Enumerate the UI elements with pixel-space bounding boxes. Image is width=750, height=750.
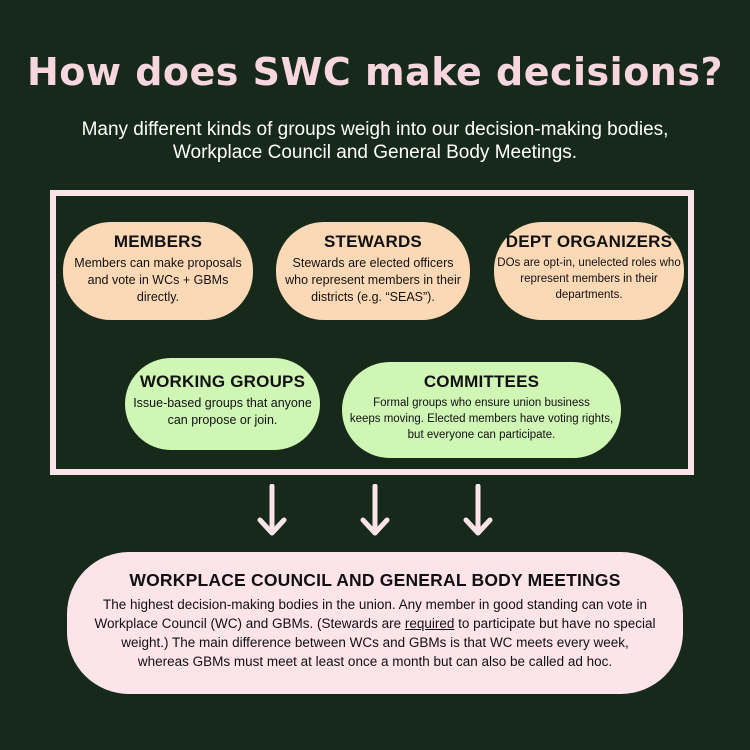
members-text: Members can make proposals: [74, 256, 242, 270]
working-groups-text: Issue-based groups that anyone: [133, 396, 312, 410]
down-arrow-icon: [257, 484, 287, 536]
down-arrow-icon: [463, 484, 493, 536]
subtitle-line: Many different kinds of groups weigh int…: [81, 119, 669, 140]
dept-organizers-box: DEPT ORGANIZERS DOs are opt-in, unelecte…: [494, 222, 684, 320]
stewards-text: who represent members in their: [285, 273, 461, 287]
text-part: Workplace Council (WC) and GBMs. (Stewar…: [94, 616, 405, 631]
committees-text: keeps moving. Elected members have votin…: [349, 413, 614, 425]
dept-organizers-text: DOs are opt-in, unelected roles who: [497, 257, 681, 269]
members-text: and vote in WCs + GBMs: [87, 273, 229, 287]
emphasis-text: required: [404, 616, 455, 631]
committees-text: but everyone can participate.: [407, 429, 556, 441]
members-box: MEMBERS Members can make proposals and v…: [63, 222, 253, 320]
groups-frame: [50, 190, 694, 475]
committees-text: Formal groups who ensure union business: [373, 397, 590, 409]
dept-organizers-text: departments.: [555, 289, 623, 301]
decision-bodies-heading: WORKPLACE COUNCIL AND GENERAL BODY MEETI…: [129, 570, 621, 590]
committees-heading: COMMITTEES: [423, 372, 540, 391]
page-title: How does SWC make decisions?: [26, 50, 724, 94]
committees-box: COMMITTEES Formal groups who ensure unio…: [342, 362, 621, 458]
text-part: to participate but have no special: [454, 616, 656, 631]
stewards-text: Stewards are elected officers: [292, 256, 454, 270]
decision-bodies-text: The highest decision-making bodies in th…: [102, 597, 648, 612]
stewards-heading: STEWARDS: [324, 232, 422, 251]
dept-organizers-heading: DEPT ORGANIZERS: [505, 232, 673, 251]
stewards-box: STEWARDS Stewards are elected officers w…: [276, 222, 470, 320]
down-arrow-icon: [360, 484, 390, 536]
working-groups-text: can propose or join.: [167, 413, 278, 427]
page-subtitle: Many different kinds of groups weigh int…: [0, 118, 750, 164]
decision-bodies-text: Workplace Council (WC) and GBMs. (Stewar…: [67, 614, 683, 633]
subtitle-line: Workplace Council and General Body Meeti…: [172, 142, 578, 163]
decision-bodies-text: weight.) The main difference between WCs…: [121, 635, 629, 650]
dept-organizers-text: represent members in their: [520, 273, 658, 285]
decision-bodies-text: whereas GBMs must meet at least once a m…: [137, 654, 613, 669]
working-groups-box: WORKING GROUPS Issue-based groups that a…: [125, 358, 320, 450]
members-heading: MEMBERS: [113, 232, 203, 251]
members-text: directly.: [136, 290, 180, 304]
stewards-text: districts (e.g. “SEAS”).: [311, 290, 435, 304]
decision-bodies-box: WORKPLACE COUNCIL AND GENERAL BODY MEETI…: [67, 552, 683, 694]
working-groups-heading: WORKING GROUPS: [139, 372, 306, 391]
